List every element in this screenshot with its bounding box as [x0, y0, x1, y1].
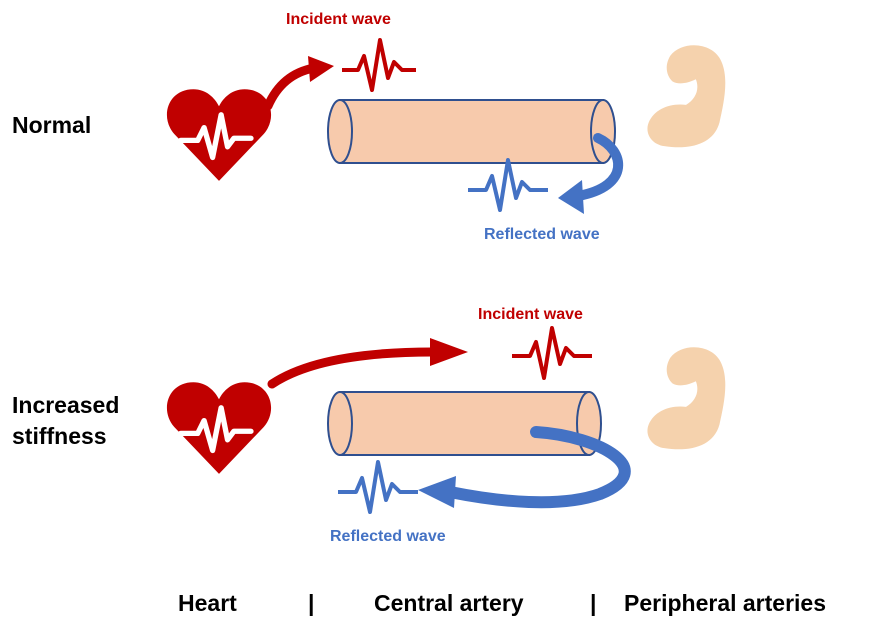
incident-wave-label-normal: Incident wave	[286, 11, 391, 29]
incident-ecg-wave-stiff	[512, 328, 592, 378]
footer-peripheral-arteries: Peripheral arteries	[624, 590, 826, 617]
reflected-ecg-wave-normal	[468, 160, 548, 210]
flexed-arm-icon-stiff	[647, 347, 725, 449]
footer-separator-1: |	[308, 590, 314, 617]
incident-wave-label-stiff: Incident wave	[478, 306, 583, 324]
footer-separator-2: |	[590, 590, 596, 617]
reflected-wave-label-normal: Reflected wave	[484, 226, 600, 244]
row-label-normal: Normal	[12, 110, 91, 141]
footer-central-artery: Central artery	[374, 590, 524, 617]
footer-heart: Heart	[178, 590, 237, 617]
heart-icon-normal	[167, 89, 271, 181]
row-label-increased-stiffness: Increased stiffness	[12, 390, 172, 452]
reflected-ecg-wave-stiff	[338, 462, 418, 512]
heart-icon-stiff	[167, 382, 271, 474]
reflected-wave-label-stiff: Reflected wave	[330, 528, 446, 546]
flexed-arm-icon-normal	[647, 45, 725, 147]
incident-arrow-normal	[268, 56, 334, 106]
incident-ecg-wave-normal	[342, 40, 416, 90]
incident-arrow-stiff	[272, 338, 468, 384]
artery-tube-normal	[328, 100, 615, 163]
artery-tube-stiff	[328, 392, 601, 455]
